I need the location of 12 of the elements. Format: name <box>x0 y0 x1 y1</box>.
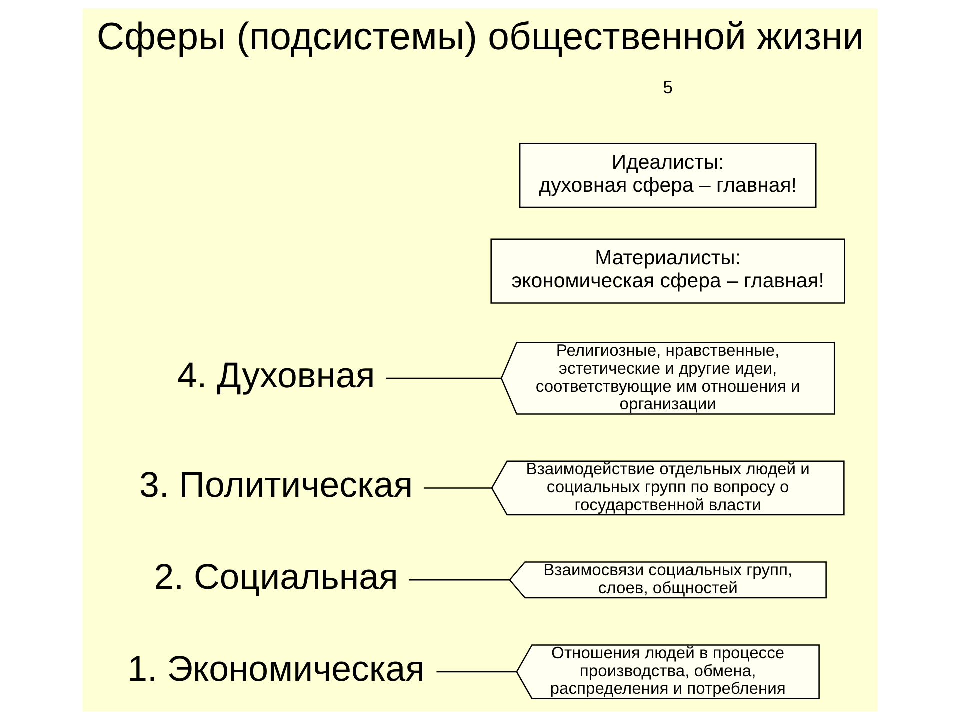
node-text: 2. Социальная <box>154 556 398 597</box>
node-text: 4. Духовная <box>176 355 375 396</box>
diagram-title: Сферы (подсистемы) общественной жизни <box>96 15 864 58</box>
node-box: Материалисты: экономическая сфера – главная! <box>490 238 845 304</box>
node-text: 1. Экономическая <box>127 648 424 689</box>
node-box: Идеалисты: духовная сфера – главная! <box>518 143 816 208</box>
node-text: 3. Политическая <box>139 465 413 506</box>
connector <box>423 488 492 489</box>
label: 5 <box>662 78 673 98</box>
connector <box>436 671 516 673</box>
connector <box>386 378 501 380</box>
connector <box>408 579 510 581</box>
